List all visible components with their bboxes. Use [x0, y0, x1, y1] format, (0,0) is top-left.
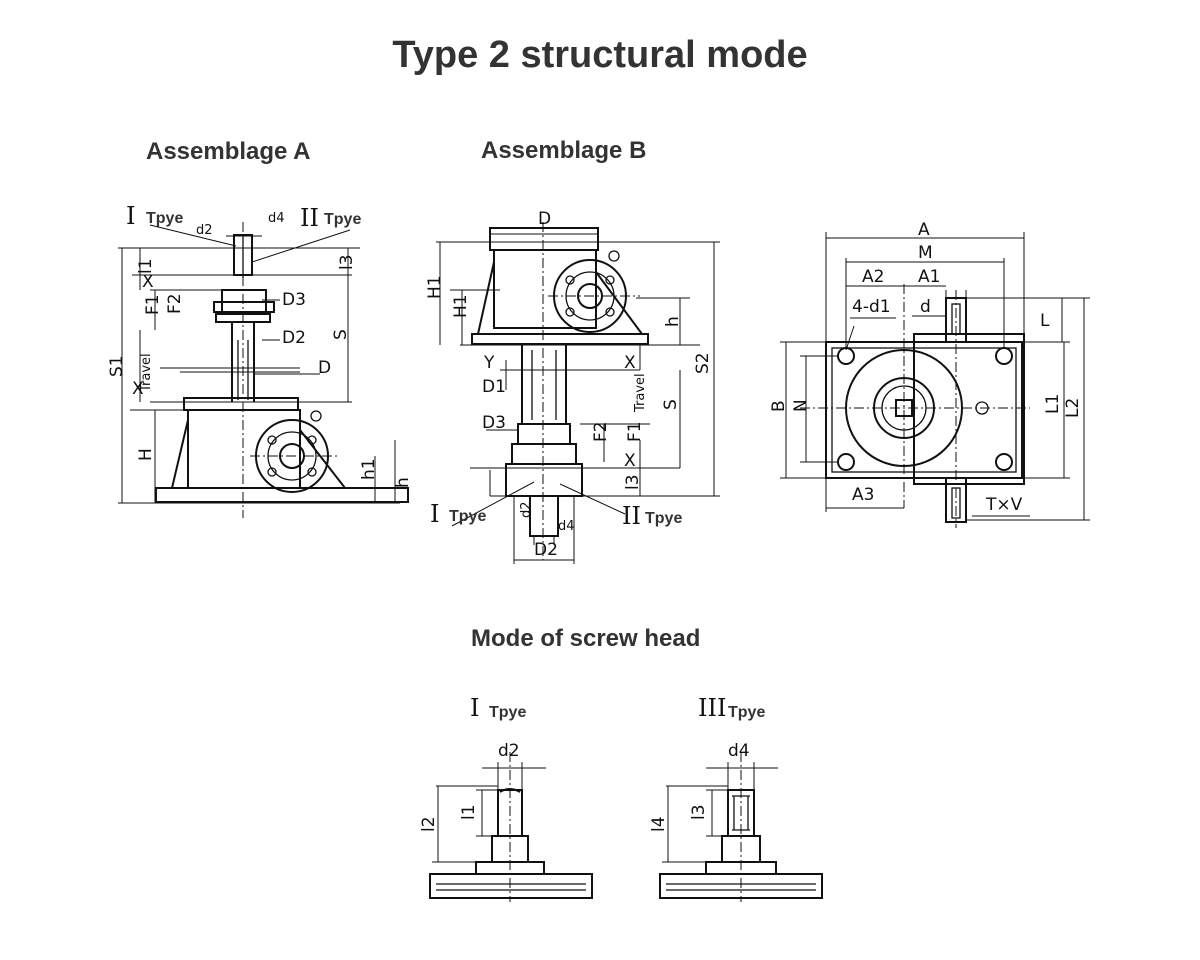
label-travel: Travel [139, 353, 154, 393]
label-l1: l1 [459, 804, 479, 820]
type-iii-label: III [698, 694, 726, 722]
label-s2: S2 [693, 352, 713, 374]
label-f2: F2 [165, 293, 185, 314]
label-s: S [661, 399, 681, 410]
label-n: N [791, 399, 811, 412]
assemblage-a-heading: Assemblage A [146, 138, 311, 165]
label-h: h [663, 316, 683, 327]
type-i-label: I [470, 694, 479, 722]
label-l2: L2 [1063, 398, 1083, 418]
label-d4: d4 [558, 519, 575, 534]
assemblage-b-drawing: D H1 H1 h Y X D1 S2 Travel S D3 F2 F1 X … [425, 209, 720, 564]
tpye-label: Tpye [489, 704, 526, 721]
label-x-bottom: X [132, 379, 144, 399]
label-h1-inner: H1 [451, 294, 471, 318]
label-d4: d4 [268, 211, 285, 226]
label-f2: F2 [591, 421, 611, 442]
label-a: A [918, 220, 930, 240]
type-ii-label: II [622, 502, 641, 530]
label-x-bottom: X [624, 451, 636, 471]
label-a2: A2 [862, 267, 884, 287]
label-d: D [538, 209, 551, 229]
label-h1-outer: H1 [425, 275, 445, 299]
label-m: M [918, 243, 933, 263]
type-ii-label: II [300, 204, 319, 232]
label-d2: d2 [519, 501, 534, 518]
label-d2-cap: D2 [534, 540, 558, 560]
label-s1: S1 [107, 355, 127, 377]
label-y: Y [483, 353, 495, 373]
label-a1: A1 [918, 267, 940, 287]
label-d: d [920, 297, 931, 317]
label-h: h [393, 477, 413, 488]
label-l: L [1040, 311, 1050, 331]
type-i-label: I [126, 202, 135, 230]
label-travel: Travel [633, 373, 648, 413]
label-d2: d2 [498, 741, 520, 761]
plan-view-drawing: A M A2 A1 4-d1 d L B N L1 L2 A3 T×V [769, 220, 1090, 528]
tpye-label: Tpye [324, 211, 361, 228]
tpye-label: Tpye [449, 508, 486, 525]
label-h1: h1 [359, 458, 379, 480]
label-d3: D3 [482, 413, 506, 433]
screw-head-type-i: I Tpye d2 l1 l2 [419, 694, 593, 902]
label-l1: L1 [1043, 394, 1063, 414]
label-l3: l3 [689, 804, 709, 820]
label-f1: F1 [625, 421, 645, 442]
label-x-top: X [142, 272, 154, 292]
label-d2-cap: D2 [282, 328, 306, 348]
label-l3: l3 [337, 254, 357, 270]
label-d1: D1 [482, 377, 506, 397]
screw-head-type-iii: III Tpye d4 l3 l4 [649, 694, 823, 902]
label-4-d1: 4-d1 [852, 297, 891, 317]
tpye-label: Tpye [645, 510, 682, 527]
page-title: Type 2 structural mode [392, 34, 808, 76]
label-b: B [769, 400, 789, 412]
assemblage-a-drawing: I Tpye d2 d4 II Tpye l1 X l3 F1 F2 D3 D2… [107, 202, 413, 518]
label-h-cap: H [136, 448, 156, 461]
label-t-x-v: T×V [985, 495, 1023, 515]
screw-head-heading: Mode of screw head [471, 625, 701, 652]
label-d3: D3 [282, 290, 306, 310]
tpye-label: Tpye [146, 210, 183, 227]
label-d: D [318, 358, 331, 378]
label-l2: l2 [419, 816, 439, 832]
label-s: S [331, 329, 351, 340]
label-x-top: X [624, 353, 636, 373]
label-a3: A3 [852, 485, 874, 505]
label-d2: d2 [196, 223, 213, 238]
label-d4: d4 [728, 741, 750, 761]
label-l1: l1 [136, 258, 156, 274]
label-f1: F1 [143, 294, 163, 315]
label-l3: l3 [623, 474, 643, 490]
assemblage-b-heading: Assemblage B [481, 137, 647, 164]
tpye-label: Tpye [728, 704, 765, 721]
label-l4: l4 [649, 816, 669, 832]
type-i-label: I [430, 500, 439, 528]
